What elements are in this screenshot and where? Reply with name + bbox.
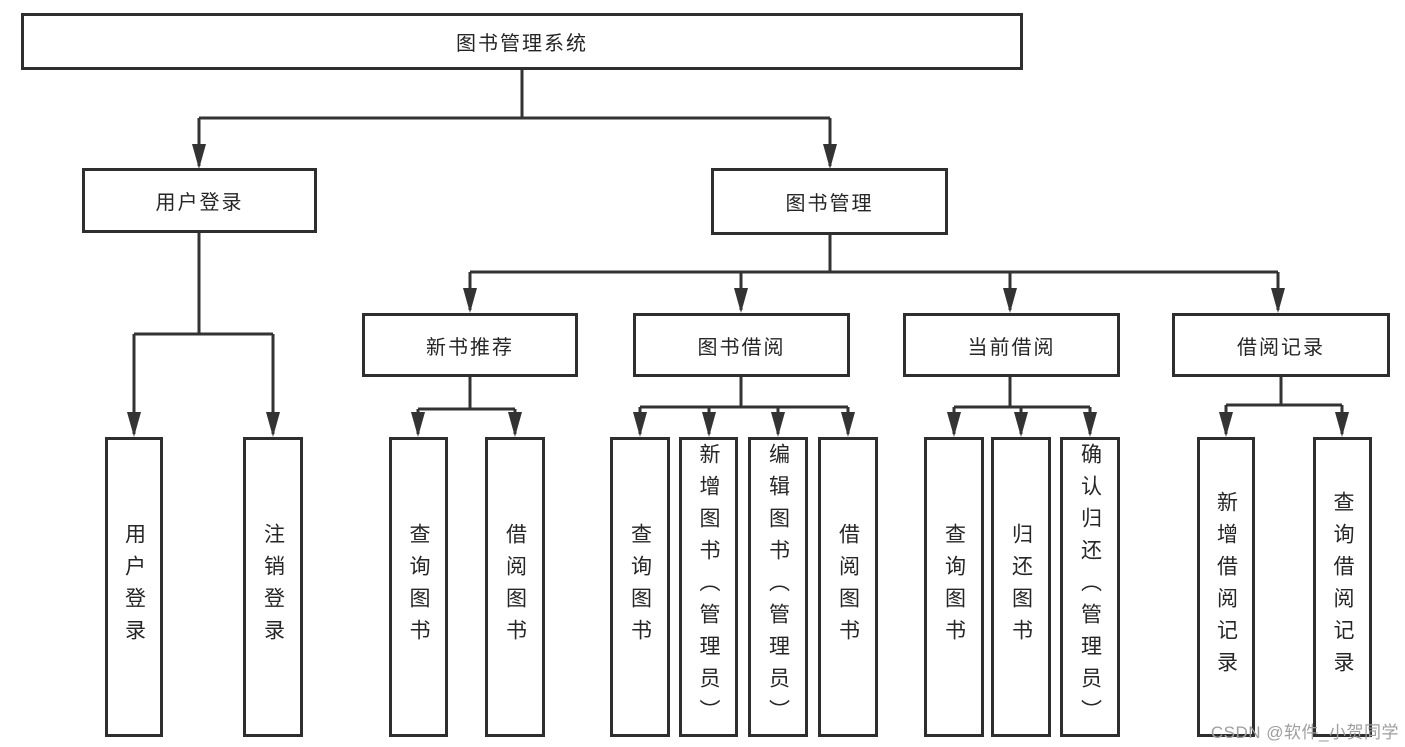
node-label: 查询图书 (628, 523, 652, 651)
leaf-query-borrow-record: 查询借阅记录 (1313, 437, 1372, 737)
node-label: 用户登录 (122, 523, 146, 651)
node-label: 用户登录 (155, 192, 244, 214)
node-label: 新增图书（管理员） (697, 443, 720, 731)
node-borrowing-records: 借阅记录 (1172, 313, 1390, 377)
node-label: 新增借阅记录 (1214, 491, 1238, 683)
leaf-edit-books-admin: 编辑图书（管理员） (748, 437, 808, 737)
node-label: 图书借阅 (697, 336, 786, 359)
node-label: 注销登录 (261, 523, 285, 651)
node-current-borrowing: 当前借阅 (903, 313, 1120, 377)
node-label: 确认归还（管理员） (1078, 443, 1102, 731)
arrowheads (127, 144, 1349, 437)
leaf-user-login: 用户登录 (105, 437, 163, 737)
leaf-add-borrow-record: 新增借阅记录 (1197, 437, 1255, 737)
node-book-borrowing: 图书借阅 (633, 313, 850, 377)
leaf-borrow-books-recommend: 借阅图书 (485, 437, 545, 737)
leaf-query-books-borrow: 查询图书 (610, 437, 670, 737)
node-new-book-recommendation: 新书推荐 (362, 313, 578, 377)
node-label: 查询借阅记录 (1331, 491, 1354, 683)
node-user-login: 用户登录 (82, 168, 317, 233)
node-label: 新书推荐 (426, 336, 514, 359)
node-label: 借阅图书 (503, 523, 527, 651)
node-root-system: 图书管理系统 (21, 13, 1023, 70)
node-book-management: 图书管理 (711, 168, 948, 235)
leaf-logout: 注销登录 (243, 437, 303, 737)
leaf-query-books-recommend: 查询图书 (389, 437, 448, 737)
leaf-query-books-current: 查询图书 (924, 437, 984, 737)
node-label: 查询图书 (407, 523, 430, 651)
node-label: 归还图书 (1009, 523, 1033, 651)
node-label: 借阅记录 (1237, 336, 1325, 359)
node-label: 编辑图书（管理员） (766, 443, 790, 731)
leaf-confirm-return-admin: 确认归还（管理员） (1060, 437, 1120, 737)
node-label: 查询图书 (942, 523, 966, 651)
node-label: 借阅图书 (836, 523, 860, 651)
csdn-watermark: CSDN @软件_小贺同学 (1210, 723, 1399, 742)
node-label: 当前借阅 (967, 336, 1056, 359)
leaf-borrow-books: 借阅图书 (818, 437, 878, 737)
leaf-return-books: 归还图书 (991, 437, 1051, 737)
node-label: 图书管理 (785, 193, 874, 215)
leaf-add-books-admin: 新增图书（管理员） (679, 437, 738, 737)
node-label: 图书管理系统 (456, 33, 588, 55)
